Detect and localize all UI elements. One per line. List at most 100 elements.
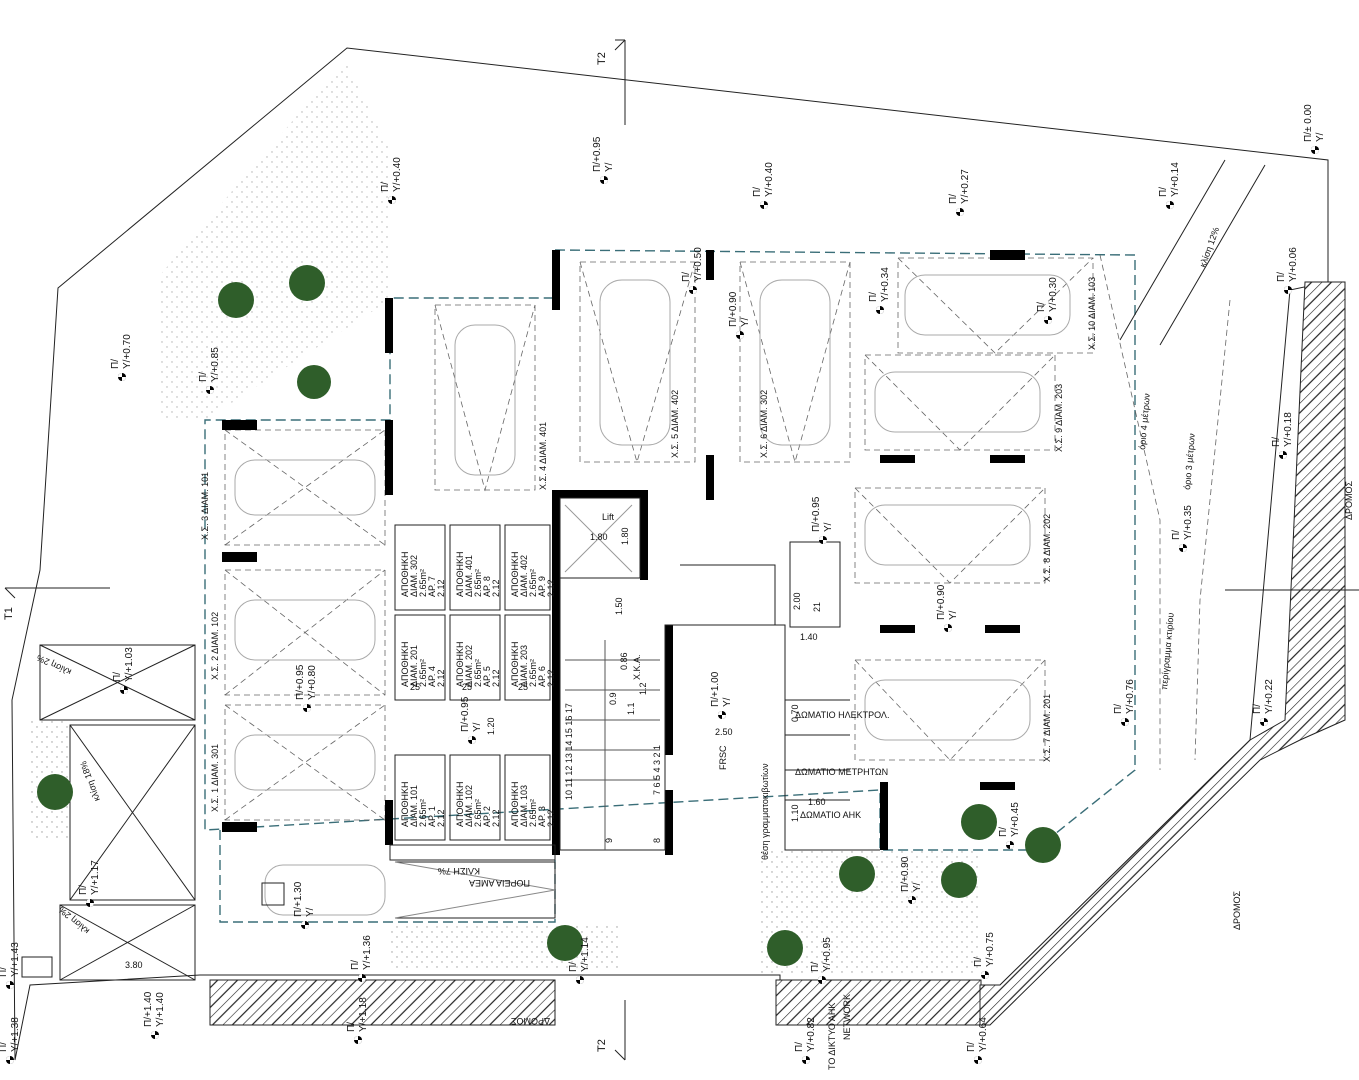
storage-text: ΑΠΟΘΗΚΗ [455,781,465,827]
road-hatch-right [979,281,1346,1026]
xka-label: Χ.Κ.Α. [632,654,642,680]
road-hatch-bottom-left [209,979,556,1026]
electrical-room-label: ΔΩΜΑΤΙΟ ΗΛΕΚΤΡΟΛ. [795,710,889,720]
ahk-room-label: ΔΩΜΑΤΙΟ ΑΗΚ [800,810,861,820]
ramp-slope-label: κλίση 2% [56,905,91,936]
dim-text: 0.9 [608,692,618,705]
level-y: Y/+0.82 [806,1017,817,1052]
storage-text: ΔΙΑΜ. 401 [464,555,474,597]
dim-text: 1.80 [620,527,630,545]
level-p: Π/+1.00 [710,671,721,707]
level-p: Π/+0.90 [936,584,947,620]
meters-room-label: ΔΩΜΑΤΙΟ ΜΕΤΡΗΤΩΝ [795,767,888,777]
level-p: Π/ [78,885,89,895]
level-y: Y/ [604,162,615,172]
level-y: Y/+0.76 [1125,679,1136,714]
level-marker: Π/Y/+0.76 [1113,679,1136,726]
parking-labels: Χ.Σ. 1 ΔΙΑΜ. 301 Χ.Σ. 2 ΔΙΑΜ. 102 Χ.Σ. 3… [200,277,1097,812]
level-marker: Π/Y/+0.50 [681,247,704,294]
level-marker: Π/Y/+0.40 [752,162,775,209]
storage-text: ΑΠΟΘΗΚΗ [400,551,410,597]
storage-text: ΑΠΟΘΗΚΗ [510,641,520,687]
dim-text: 1.2 [638,682,648,695]
storage-text: ΑΠΟΘΗΚΗ [510,551,520,597]
level-y: Y/+0.27 [960,169,971,204]
path-title: ΠΟΡΕΙΑ ΑΜΕΑ [469,878,530,888]
storage-text: ΑΠΟΘΗΚΗ [510,781,520,827]
level-p: Π/ [0,1042,9,1052]
storage-text: 2.12 [546,669,556,687]
building-perimeter [204,249,1136,851]
storage-text: ΔΙΑΜ. 302 [409,555,419,597]
level-y: Y/+0.06 [1288,247,1299,282]
dim-text: 25 [410,682,420,692]
parking-label: Χ.Σ. 1 ΔΙΑΜ. 301 [210,744,220,812]
storage-text: ΑΡ. 1 [427,806,437,827]
level-p: Π/ [1271,437,1282,447]
storage-text: 2.65m² [528,799,538,827]
level-marker: Π/Y/+1.36 [350,935,373,982]
storage-text: 2.12 [491,809,501,827]
structural-walls [222,250,1025,855]
storage-text: ΔΙΑΜ. 102 [464,785,474,827]
site-boundary [11,47,1329,1061]
level-marker: Π/Y/+1.18 [346,997,369,1044]
stair-number: 8 [652,838,662,843]
level-p: Π/ [752,187,763,197]
level-p: Π/+0.90 [900,856,911,892]
storage-text: ΑΠΟΘΗΚΗ [400,641,410,687]
level-marker: Π/Y/+1.14 [568,937,591,984]
level-p: Π/ [112,672,123,682]
lift-label: Lift [602,512,615,522]
level-marker: Π/Y/+0.95 [810,937,833,984]
storage-text: 2.65m² [418,659,428,687]
level-marker: Π/Y/+0.45 [998,802,1021,849]
storage-text: 2.65m² [418,799,428,827]
dim-text: 1.60 [808,797,826,807]
ramp-slope-label: κλίση 2% [35,653,73,678]
level-y: Y/ [722,697,733,707]
level-y: Y/+1.18 [358,997,369,1032]
storage-text: ΑΡ. 5 [482,666,492,687]
level-y: Y/+0.50 [693,247,704,282]
section-label-t2-top: T2 [596,52,608,65]
dim-text: 1.80 [590,532,608,542]
level-y: Y/+0.14 [1170,162,1181,197]
dim-text: 1.10 [790,804,800,822]
storage-text: ΑΡ. 9 [537,576,547,597]
level-marker: Π/Y/+0.64 [966,1017,989,1064]
section-label-t2-bottom: T2 [596,1039,608,1052]
perimeter-label: περίγραμμα κτιρίου [1159,612,1176,690]
dim-text: 1.50 [614,597,624,615]
level-p: Π/ [794,1042,805,1052]
level-y: Y/+1.03 [124,647,135,682]
network-label: NETWORK [842,994,852,1040]
level-marker: Π/Y/+1.03 [112,647,135,694]
storage-text: ΑΡ. 3 [537,806,547,827]
level-p: Π/+0.95 [592,136,603,172]
level-y: Y/ [740,317,751,327]
level-p: Π/ [198,372,209,382]
level-y: Y/ [948,610,959,620]
level-p: Π/ [568,962,579,972]
storage-text: 2.65m² [473,799,483,827]
level-p: Π/ [110,359,121,369]
level-marker: Π/Y/+0.75 [973,932,996,979]
dim-text: 25 [518,682,528,692]
storage-text: ΑΠΟΘΗΚΗ [455,551,465,597]
level-p: Π/+0.95 [811,496,822,532]
storage-text: 2.12 [491,579,501,597]
level-marker: Π/Y/+1.17 [78,860,101,907]
boundary-3m-label: όριο 3 μέτρων [1182,432,1197,490]
level-p: Π/ [350,960,361,970]
level-marker: Π/Y/+0.85 [198,347,221,394]
dim-text: 3.80 [125,960,143,970]
level-p: Π/ [1158,187,1169,197]
level-y: Y/+0.95 [822,937,833,972]
storage-text: ΑΡ. 6 [537,666,547,687]
